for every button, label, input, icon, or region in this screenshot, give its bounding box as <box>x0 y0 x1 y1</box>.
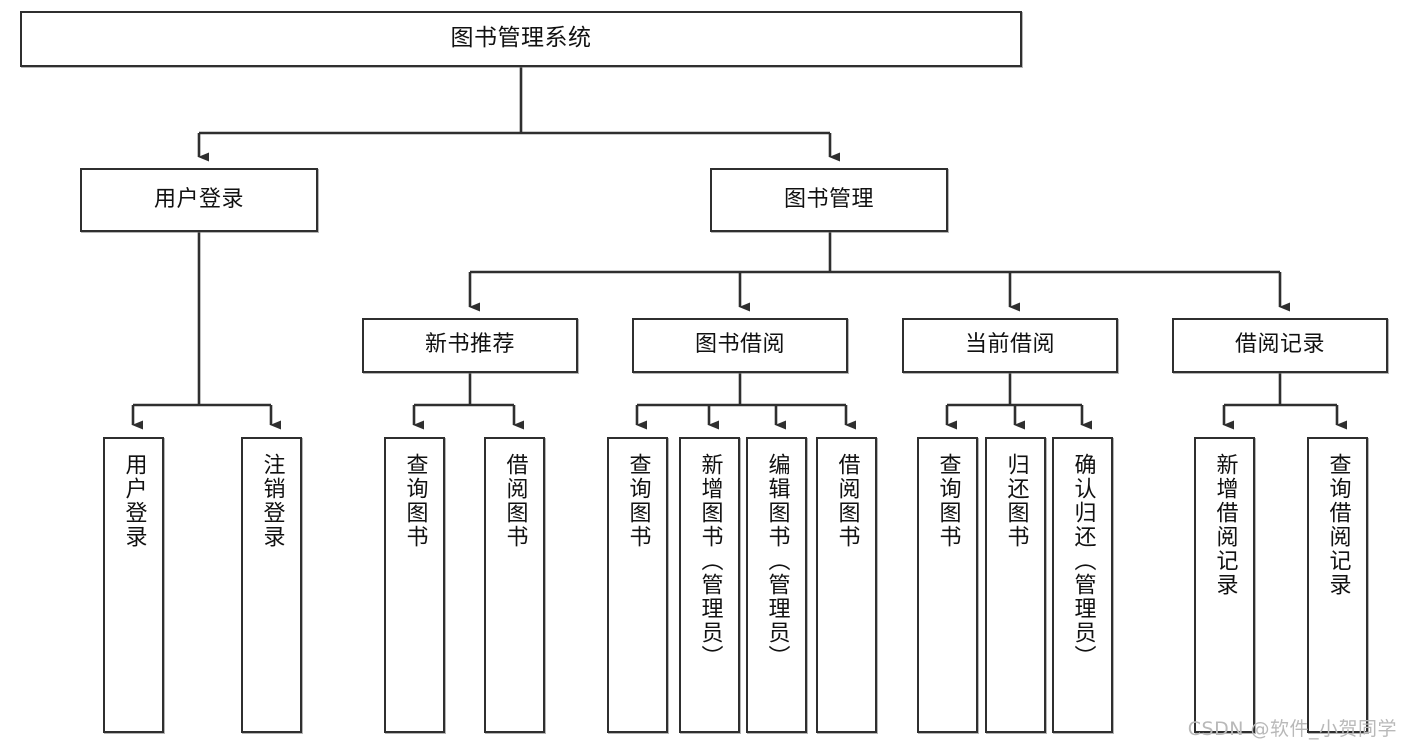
node-leaf-query-book-borrow[interactable]: 查询图书 <box>607 437 668 733</box>
node-leaf-add-book-admin[interactable]: 新增图书（管理员） <box>679 437 740 733</box>
node-label: 图书管理 <box>783 186 874 212</box>
node-label: 图书借阅 <box>694 332 785 358</box>
node-book-borrow[interactable]: 图书借阅 <box>632 318 848 373</box>
node-current-borrow[interactable]: 当前借阅 <box>902 318 1118 373</box>
node-book-management[interactable]: 图书管理 <box>710 168 948 232</box>
node-label: 借阅图书 <box>502 453 528 549</box>
node-label: 归还图书 <box>1003 453 1029 549</box>
node-label: 借阅记录 <box>1234 332 1325 358</box>
node-borrow-record[interactable]: 借阅记录 <box>1172 318 1388 373</box>
node-label: 新增借阅记录 <box>1212 453 1238 597</box>
node-label: 图书管理系统 <box>450 25 592 52</box>
node-leaf-query-book-recommend[interactable]: 查询图书 <box>384 437 445 733</box>
node-leaf-borrow-book[interactable]: 借阅图书 <box>816 437 877 733</box>
node-leaf-edit-book-admin[interactable]: 编辑图书（管理员） <box>746 437 807 733</box>
node-leaf-query-borrow-record[interactable]: 查询借阅记录 <box>1307 437 1368 733</box>
node-leaf-confirm-return-admin[interactable]: 确认归还（管理员） <box>1052 437 1113 733</box>
watermark-text: CSDN @软件_小贺同学 <box>1187 718 1397 740</box>
node-label: 查询图书 <box>402 453 428 549</box>
node-leaf-user-login[interactable]: 用户登录 <box>103 437 164 733</box>
node-label: 新书推荐 <box>424 332 515 358</box>
node-label: 当前借阅 <box>964 332 1055 358</box>
node-label: 注销登录 <box>259 453 285 549</box>
node-label: 确认归还（管理员） <box>1070 453 1096 669</box>
node-label: 用户登录 <box>153 186 244 212</box>
node-label: 查询借阅记录 <box>1325 453 1351 597</box>
node-leaf-logout[interactable]: 注销登录 <box>241 437 302 733</box>
node-label: 借阅图书 <box>834 453 860 549</box>
node-label: 查询图书 <box>935 453 961 549</box>
node-root-system[interactable]: 图书管理系统 <box>20 11 1022 67</box>
node-user-login[interactable]: 用户登录 <box>80 168 318 232</box>
node-label: 查询图书 <box>625 453 651 549</box>
node-new-book-recommend[interactable]: 新书推荐 <box>362 318 578 373</box>
node-label: 用户登录 <box>121 453 147 549</box>
node-leaf-add-borrow-record[interactable]: 新增借阅记录 <box>1194 437 1255 733</box>
node-leaf-borrow-book-recommend[interactable]: 借阅图书 <box>484 437 545 733</box>
node-leaf-query-book-current[interactable]: 查询图书 <box>917 437 978 733</box>
node-leaf-return-book[interactable]: 归还图书 <box>985 437 1046 733</box>
node-label: 编辑图书（管理员） <box>764 453 790 669</box>
node-label: 新增图书（管理员） <box>697 453 723 669</box>
